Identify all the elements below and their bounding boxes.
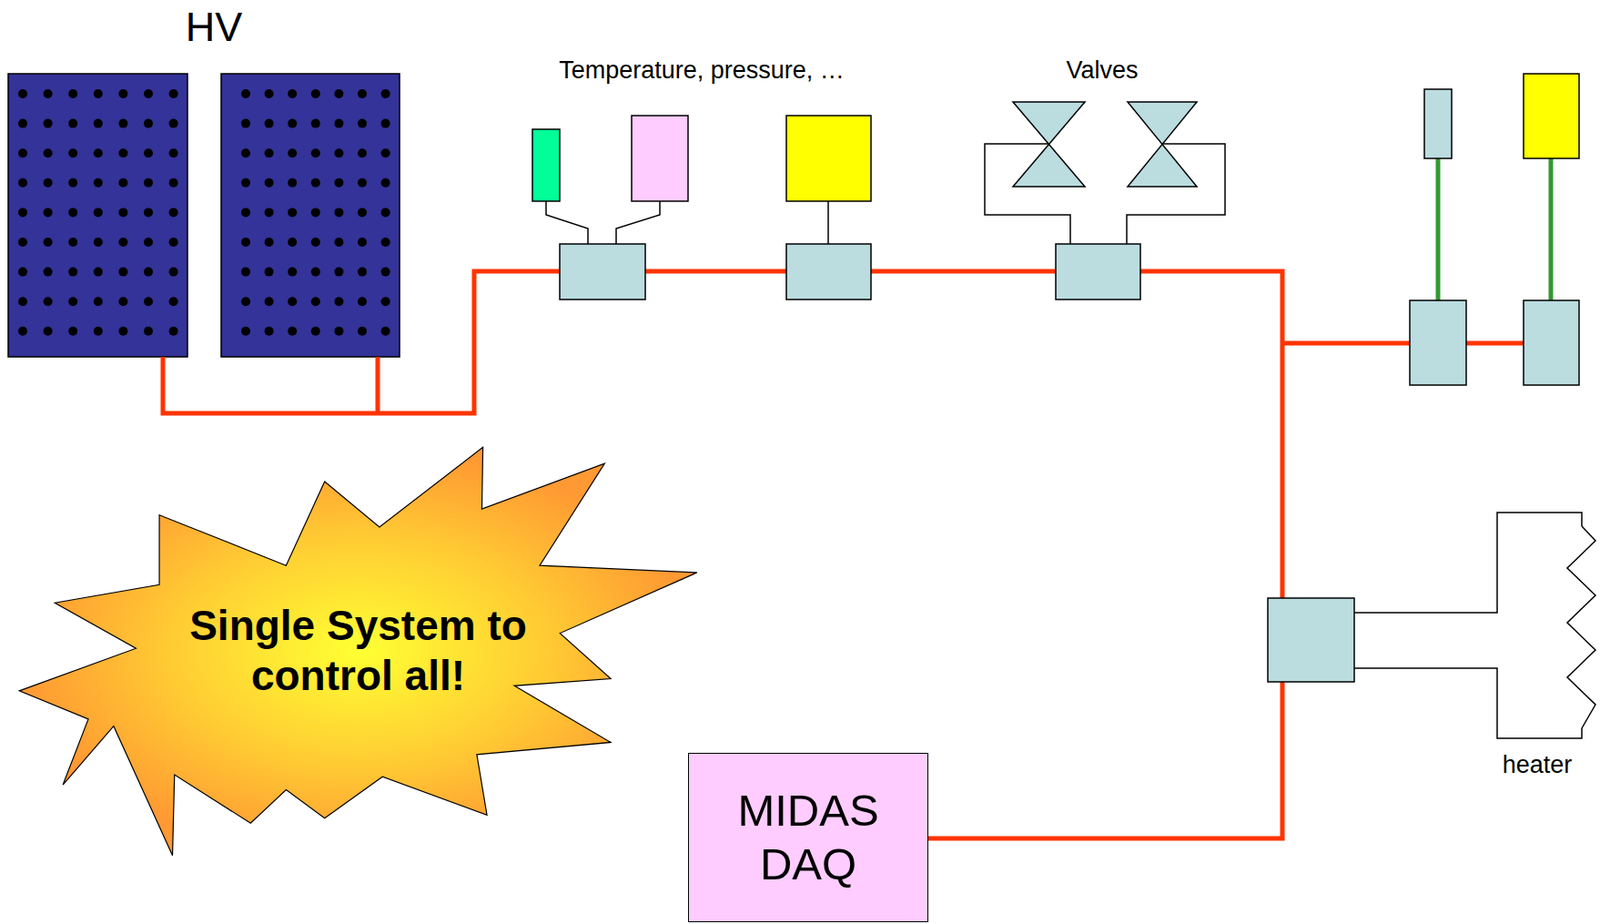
sensor-label: Temperature, pressure, … <box>558 56 845 85</box>
sensor <box>1424 89 1452 159</box>
sensor-wire <box>1437 158 1551 301</box>
starburst-callout: Single System to control all! <box>17 444 699 858</box>
node-text: MIDAS DAQ <box>703 783 913 892</box>
sensor <box>1523 73 1580 159</box>
heater-label: heater <box>1502 750 1573 780</box>
sensor <box>532 129 560 202</box>
sensor-wire <box>546 143 1596 739</box>
valve-symbol <box>1012 101 1085 187</box>
starburst-shape <box>17 444 699 858</box>
sensor <box>631 115 689 202</box>
process-box: MIDAS DAQ <box>688 752 929 922</box>
hv-panel <box>221 73 400 357</box>
hv-label: HV <box>185 3 244 51</box>
node-text: Single System to control all! <box>162 600 555 701</box>
bus-node <box>559 243 1580 682</box>
valve-label: Valves <box>1065 56 1138 85</box>
hv-panel <box>8 73 188 357</box>
panel-holes <box>18 89 391 336</box>
sensor <box>786 115 871 202</box>
valve-symbol <box>1127 101 1197 187</box>
